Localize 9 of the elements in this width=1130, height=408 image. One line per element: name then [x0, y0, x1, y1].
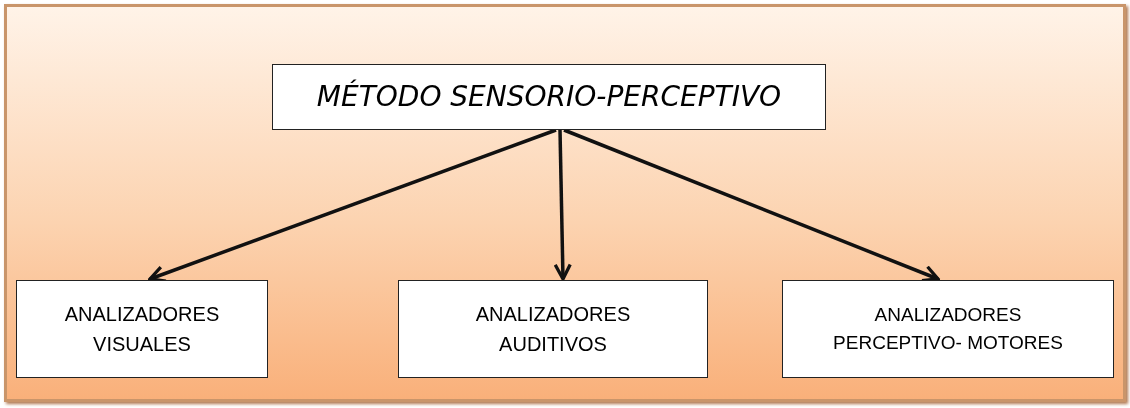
- arrow: [553, 129, 572, 281]
- title-text: MÉTODO SENSORIO-PERCEPTIVO: [316, 78, 782, 115]
- category-box: [16, 280, 268, 378]
- category-label: ANALIZADORES VISUALES: [63, 302, 221, 357]
- category-label: ANALIZADORES AUDITIVOS: [474, 302, 632, 357]
- category-label: ANALIZADORES PERCEPTIVO- MOTORES: [832, 302, 1064, 355]
- category-box: [398, 280, 708, 378]
- category-box: [782, 280, 1114, 378]
- title-box: [272, 64, 826, 130]
